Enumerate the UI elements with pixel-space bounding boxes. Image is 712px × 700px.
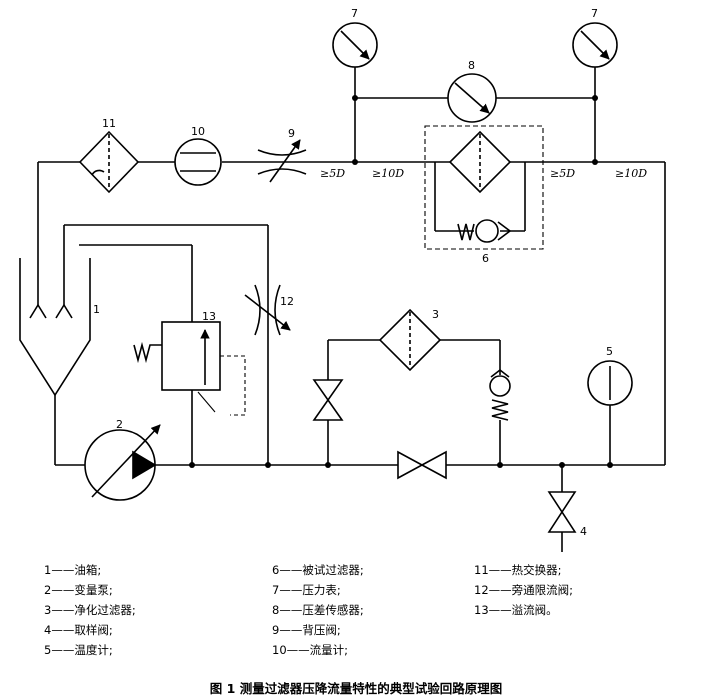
relief-valve xyxy=(133,321,246,465)
legend-item: 12——旁通限流阀; xyxy=(474,580,573,600)
label-back-pressure-num: 9 xyxy=(288,127,295,140)
label-sampling-valve-num: 4 xyxy=(580,525,587,538)
label-tested-filter-num: 6 xyxy=(482,252,489,265)
label-flow-meter-num: 10 xyxy=(191,125,205,138)
dim-upstream-10d: ≥10D xyxy=(372,167,404,180)
main-line-valve xyxy=(397,450,447,480)
tank xyxy=(19,224,269,465)
legend-item-number: 5 xyxy=(44,643,52,657)
legend-column-1: 1——油箱;2——变量泵;3——净化过滤器;4——取样阀;5——温度计; xyxy=(44,560,136,660)
legend-item: 6——被试过滤器; xyxy=(272,560,364,580)
legend-item-number: 11 xyxy=(474,563,489,577)
legend-item: 3——净化过滤器; xyxy=(44,600,136,620)
legend-item-number: 8 xyxy=(272,603,280,617)
tested-filter-assembly xyxy=(420,125,545,250)
legend-item-number: 1 xyxy=(44,563,52,577)
label-gauge-downstream-num: 7 xyxy=(591,7,598,20)
legend-item-dash: —— xyxy=(51,563,75,577)
legend-item-name: 流量计; xyxy=(309,643,349,657)
label-relief-valve-num: 13 xyxy=(202,310,216,323)
figure-caption: 图 1 测量过滤器压降流量特性的典型试验回路原理图 xyxy=(209,681,503,696)
heat-exchanger xyxy=(78,130,140,194)
legend-item-dash: —— xyxy=(279,603,303,617)
legend-item-number: 7 xyxy=(272,583,280,597)
legend-item: 4——取样阀; xyxy=(44,620,136,640)
legend-item-name: 取样阀; xyxy=(74,623,113,637)
legend-item-number: 2 xyxy=(44,583,52,597)
legend-item-dash: —— xyxy=(488,603,512,617)
legend-item: 7——压力表; xyxy=(272,580,364,600)
junction-dots xyxy=(189,95,613,468)
back-pressure-valve xyxy=(257,139,307,183)
flow-meter xyxy=(174,138,222,186)
label-tank-num: 1 xyxy=(93,303,100,316)
legend-item-number: 10 xyxy=(272,643,287,657)
legend-item-dash: —— xyxy=(488,583,512,597)
legend-item-dash: —— xyxy=(488,563,512,577)
legend-item-name: 油箱; xyxy=(74,563,102,577)
legend-item: 13——溢流阀。 xyxy=(474,600,573,620)
legend-item-name: 热交换器; xyxy=(511,563,562,577)
legend-item-number: 12 xyxy=(474,583,489,597)
legend-item: 9——背压阀; xyxy=(272,620,364,640)
legend-item-number: 6 xyxy=(272,563,280,577)
legend-item-dash: —— xyxy=(51,603,75,617)
legend-item-name: 温度计; xyxy=(74,643,113,657)
dim-downstream-5d: ≥5D xyxy=(550,167,575,180)
legend-item-dash: —— xyxy=(51,643,75,657)
legend-item-number: 4 xyxy=(44,623,52,637)
legend-item: 11——热交换器; xyxy=(474,560,573,580)
legend-item-dash: —— xyxy=(279,623,303,637)
label-heat-exchanger-num: 11 xyxy=(102,117,116,130)
legend-item-number: 9 xyxy=(272,623,280,637)
legend-item-name: 溢流阀。 xyxy=(511,603,558,617)
legend-column-3: 11——热交换器;12——旁通限流阀;13——溢流阀。 xyxy=(474,560,573,620)
legend-column-2: 6——被试过滤器;7——压力表;8——压差传感器;9——背压阀;10——流量计; xyxy=(272,560,364,660)
legend-item-dash: —— xyxy=(279,563,303,577)
legend-item-name: 压差传感器; xyxy=(302,603,364,617)
pressure-gauge-upstream xyxy=(332,22,378,162)
legend-item: 5——温度计; xyxy=(44,640,136,660)
sampling-valve xyxy=(547,465,577,552)
legend-item-dash: —— xyxy=(286,643,310,657)
legend-item: 8——压差传感器; xyxy=(272,600,364,620)
label-thermometer-num: 5 xyxy=(606,345,613,358)
legend-item-name: 压力表; xyxy=(302,583,341,597)
legend-item: 10——流量计; xyxy=(272,640,364,660)
legend-item-number: 13 xyxy=(474,603,489,617)
legend-item: 1——油箱; xyxy=(44,560,136,580)
dim-upstream-5d: ≥5D xyxy=(320,167,345,180)
legend-item-name: 旁通限流阀; xyxy=(511,583,574,597)
label-cleanup-filter-num: 3 xyxy=(432,308,439,321)
legend-item-dash: —— xyxy=(51,623,75,637)
legend-item: 2——变量泵; xyxy=(44,580,136,600)
hydraulic-circuit-diagram: 1 2 3 4 5 6 7 7 8 9 10 11 12 13 ≥5D ≥10D… xyxy=(19,7,666,552)
legend-item-name: 背压阀; xyxy=(302,623,341,637)
legend-item-number: 3 xyxy=(44,603,52,617)
bypass-throttle-valve xyxy=(244,284,291,336)
legend-item-name: 净化过滤器; xyxy=(74,603,136,617)
label-pump-num: 2 xyxy=(116,418,123,431)
legend-item-dash: —— xyxy=(279,583,303,597)
variable-pump xyxy=(84,424,161,501)
legend-item-dash: —— xyxy=(51,583,75,597)
legend-item-name: 变量泵; xyxy=(74,583,113,597)
legend-item-name: 被试过滤器; xyxy=(302,563,364,577)
label-gauge-upstream-num: 7 xyxy=(351,7,358,20)
label-bypass-valve-num: 12 xyxy=(280,295,294,308)
dim-downstream-10d: ≥10D xyxy=(615,167,647,180)
pressure-gauge-downstream xyxy=(572,22,618,162)
cleanup-filter-branch xyxy=(312,308,511,465)
differential-pressure-sensor xyxy=(355,73,595,123)
label-dp-sensor-num: 8 xyxy=(468,59,475,72)
thermometer xyxy=(587,360,633,465)
